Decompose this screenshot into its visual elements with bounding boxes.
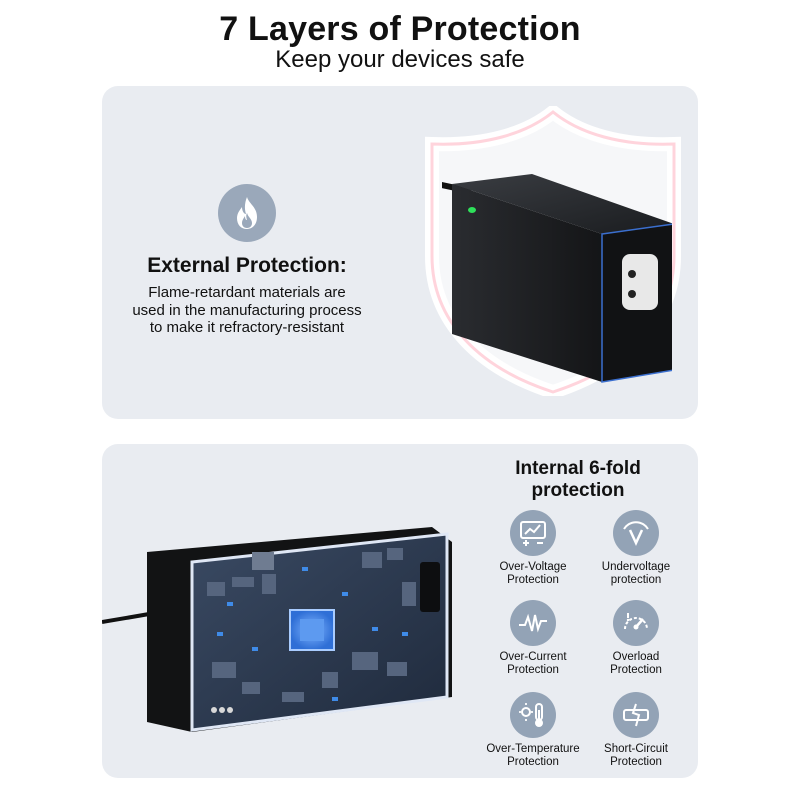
- feature-label-line: Over-Temperature: [486, 743, 580, 755]
- external-protection-panel: External Protection: Flame-retardant mat…: [102, 86, 698, 419]
- feature-label-line: Over-Voltage: [499, 561, 567, 573]
- feature-over-current: Over-Current Protection: [483, 600, 583, 677]
- undervoltage-icon: [613, 510, 659, 556]
- feature-short-circuit: Short-Circuit Protection: [586, 692, 686, 769]
- feature-label-line: Protection: [507, 664, 559, 676]
- feature-label-line: Overload: [612, 651, 660, 663]
- feature-label: Over-Temperature Protection: [483, 743, 583, 769]
- external-protection-heading: External Protection:: [147, 254, 347, 277]
- heading-line: protection: [531, 480, 625, 501]
- circuit-board-image: [102, 527, 452, 732]
- feature-over-voltage: Over-Voltage Protection: [483, 510, 583, 587]
- feature-label-line: Protection: [507, 574, 559, 586]
- power-adapter-image: [442, 174, 672, 383]
- external-protection-description: Flame-retardant materials are used in th…: [102, 284, 392, 337]
- internal-protection-panel: Internal 6-fold protection Over-Voltage …: [102, 444, 698, 778]
- feature-label: Over-Voltage Protection: [483, 561, 583, 587]
- feature-label-line: Undervoltage: [601, 561, 671, 573]
- feature-label-line: protection: [610, 574, 662, 586]
- description-line: to make it refractory-resistant: [149, 319, 345, 336]
- feature-label-line: Protection: [610, 756, 662, 768]
- feature-label: Short-Circuit Protection: [586, 743, 686, 769]
- over-current-icon: [510, 600, 556, 646]
- feature-label: Overload Protection: [586, 651, 686, 677]
- flame-icon: [218, 184, 276, 242]
- feature-undervoltage: Undervoltage protection: [586, 510, 686, 587]
- internal-protection-heading: Internal 6-fold protection: [497, 458, 659, 502]
- over-temperature-icon: [510, 692, 556, 738]
- overload-icon: [613, 600, 659, 646]
- heading-line: Internal 6-fold: [515, 458, 641, 479]
- page-subtitle: Keep your devices safe: [275, 46, 525, 73]
- short-circuit-icon: [613, 692, 659, 738]
- feature-over-temperature: Over-Temperature Protection: [483, 692, 583, 769]
- page-title: 7 Layers of Protection: [219, 10, 581, 48]
- feature-label: Undervoltage protection: [586, 561, 686, 587]
- description-line: used in the manufacturing process: [132, 301, 362, 319]
- feature-label-line: Protection: [610, 664, 662, 676]
- feature-overload: Overload Protection: [586, 600, 686, 677]
- over-voltage-icon: [510, 510, 556, 556]
- description-line: Flame-retardant materials are: [148, 284, 346, 301]
- feature-label-line: Protection: [507, 756, 559, 768]
- feature-label-line: Over-Current: [499, 651, 567, 663]
- feature-label-line: Short-Circuit: [604, 743, 668, 755]
- feature-label: Over-Current Protection: [483, 651, 583, 677]
